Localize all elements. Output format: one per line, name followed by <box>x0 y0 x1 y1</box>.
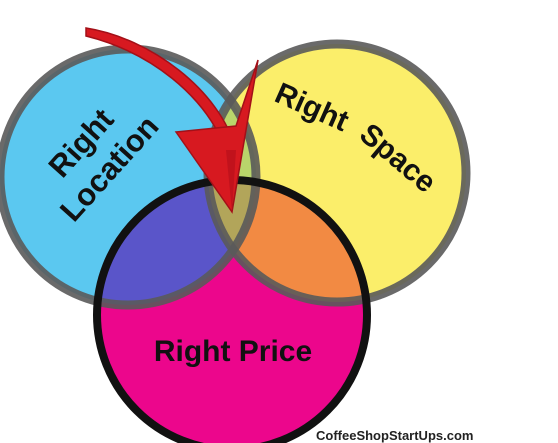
curved-arrow-down-icon <box>85 27 259 214</box>
label-right-price: Right Price <box>154 335 312 368</box>
credit-text: CoffeeShopStartUps.com <box>316 428 474 443</box>
overlap-location-price <box>97 180 256 305</box>
overlap-space-price <box>208 180 367 302</box>
